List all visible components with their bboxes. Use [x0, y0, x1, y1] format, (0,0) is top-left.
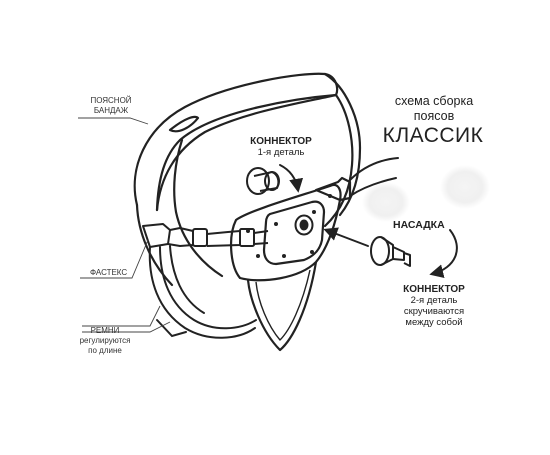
band-strap-ends	[349, 157, 399, 197]
waist-band-label-line1: ПОЯСНОЙ	[90, 96, 132, 105]
connector-2-line3: между собой	[405, 317, 463, 328]
waist-band-label-line2: БАНДАЖ	[93, 106, 129, 115]
connector-2-callout: КОННЕКТОР 2-я деталь скручиваются между …	[386, 284, 482, 328]
title-line-1: схема сборка	[394, 94, 474, 108]
connector-part-2	[370, 236, 411, 267]
straps-label-line2: регулируются	[79, 336, 131, 345]
side-straps	[148, 245, 257, 339]
nozzle-ghost-shapes	[362, 165, 490, 222]
connector-part-1	[246, 167, 280, 195]
title-line-2: поясов	[413, 109, 455, 123]
leader-lines	[78, 117, 171, 333]
connector-1-subtitle: 1-я деталь	[257, 147, 305, 158]
fastex-label: ФАСТЕКС	[90, 268, 128, 277]
plate-screws	[246, 194, 332, 258]
plate-hole	[294, 214, 314, 236]
straps-label-line3: по длине	[88, 346, 122, 355]
connector-1-callout: КОННЕКТОР 1-я деталь	[238, 136, 324, 158]
assembly-arrows	[279, 164, 458, 279]
connector-1-title: КОННЕКТОР	[250, 136, 312, 147]
connector-2-line1: 2-я деталь	[410, 295, 458, 306]
waist-band	[133, 72, 362, 287]
connector-2-line2: скручиваются	[403, 306, 465, 317]
model-name: КЛАССИК	[382, 124, 484, 147]
fastex-buckle	[142, 223, 269, 248]
nozzle-label: НАСАДКА	[393, 219, 445, 231]
diagram-title: схема сборка поясов	[365, 94, 503, 124]
straps-label-line1: РЕМНИ	[90, 326, 120, 335]
straps-label: РЕМНИ регулируются по длине	[64, 326, 146, 356]
connector-2-title: КОННЕКТОР	[403, 284, 465, 295]
waist-band-label: ПОЯСНОЙ БАНДАЖ	[82, 96, 140, 116]
